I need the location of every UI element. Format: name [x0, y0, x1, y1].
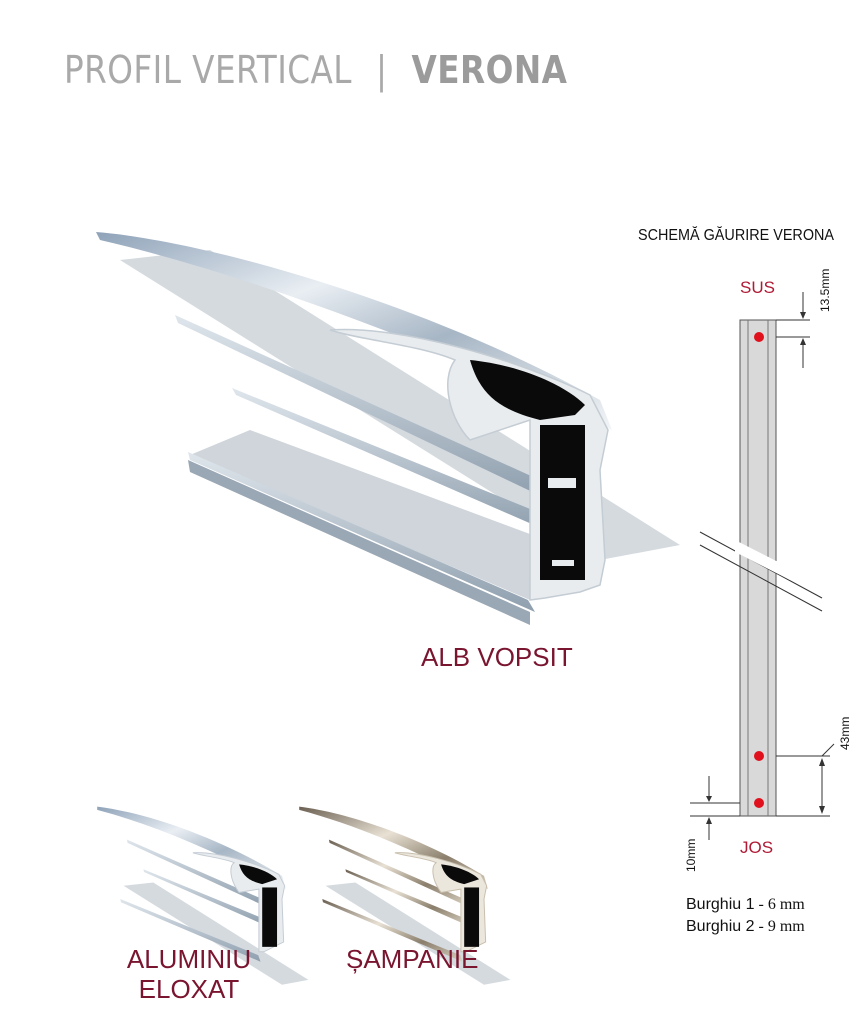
- main-profile-image: [96, 232, 680, 625]
- schema-title: SCHEMĂ GĂURIRE VERONA: [638, 227, 835, 244]
- title-left: PROFIL VERTICAL: [64, 48, 352, 92]
- title-separator: |: [376, 48, 388, 92]
- variant-label-aluminiu-line2: ELOXAT: [138, 974, 240, 1004]
- drill-value: - 6 mm: [758, 896, 805, 913]
- hole-middle: [754, 751, 764, 761]
- hole-top: [754, 332, 764, 342]
- variant-label-aluminiu-line1: ALUMINIU: [126, 944, 252, 974]
- page-title: PROFIL VERTICAL | VERONA: [64, 48, 567, 92]
- schema-top-label: SUS: [740, 278, 775, 297]
- drill-item: Burghiu 1 - 6 mm: [686, 894, 805, 916]
- dim-bottom-label: 10mm: [684, 838, 698, 872]
- schema-bottom-label: JOS: [740, 838, 774, 857]
- drill-value: - 9 mm: [758, 918, 805, 935]
- hole-bottom: [754, 798, 764, 808]
- variant-label-sampanie: ȘAMPANIE: [346, 944, 479, 974]
- drill-list: Burghiu 1 - 6 mm Burghiu 2 - 9 mm: [686, 894, 805, 938]
- title-right: VERONA: [411, 48, 568, 92]
- drill-name: Burghiu 1: [686, 896, 755, 913]
- drill-item: Burghiu 2 - 9 mm: [686, 916, 805, 938]
- variant-profile-aluminiu: [97, 806, 309, 985]
- variant-profile-sampanie: [299, 806, 511, 985]
- dim-top-label: 13.5mm: [818, 268, 832, 312]
- dim-between-label: 43mm: [838, 716, 852, 750]
- main-profile-label: ALB VOPSIT: [421, 642, 573, 672]
- variant-label-aluminiu: ALUMINIU ELOXAT: [124, 944, 254, 1004]
- drilling-schema: [690, 292, 835, 840]
- drill-name: Burghiu 2: [686, 918, 755, 935]
